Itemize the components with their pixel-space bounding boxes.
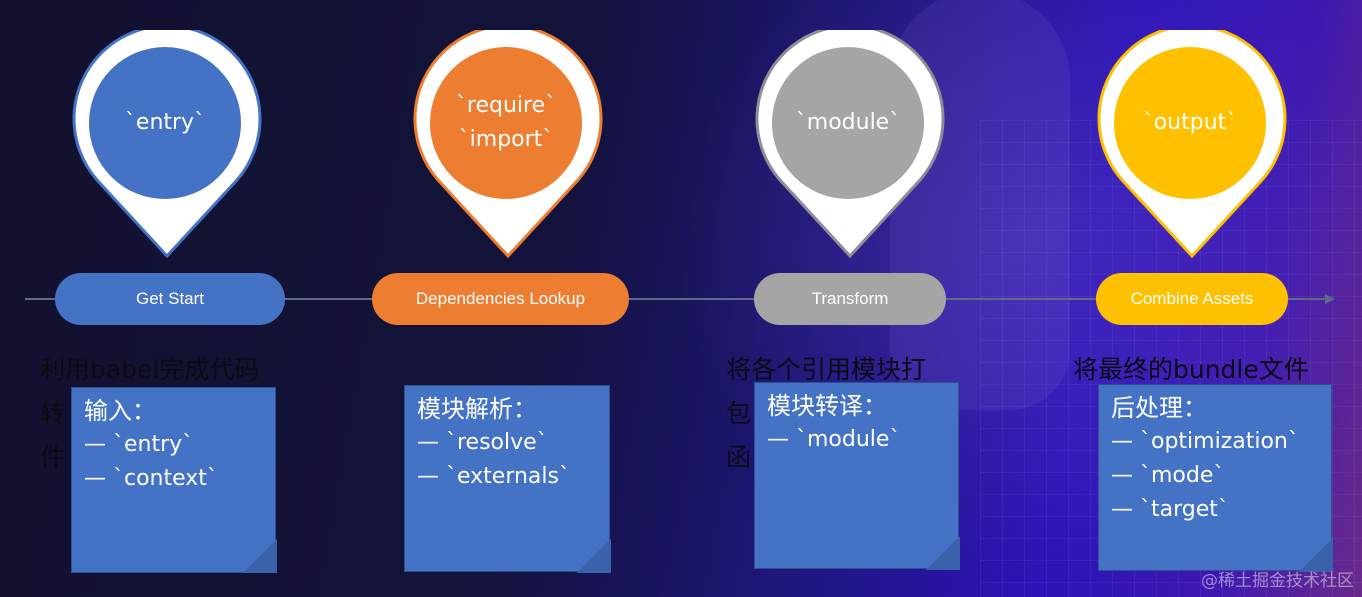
stage-pill-label: Dependencies Lookup: [415, 289, 586, 308]
pin-marker-require-import: `require` `import`: [413, 30, 603, 260]
note-item: — `module`: [767, 427, 901, 452]
pin-label: `output`: [1142, 110, 1238, 135]
note-item: — `context`: [84, 466, 218, 491]
stage-pill-dependencies-lookup: Dependencies Lookup: [372, 273, 629, 325]
sticky-note-module-resolution: 模块解析： — `resolve` — `externals`: [404, 385, 610, 572]
stage-description-transform: 将各个引用模块打 包 函: [726, 355, 927, 472]
timeline-arrow-icon: [1325, 294, 1335, 304]
pin-label-line-1: `require`: [455, 93, 557, 118]
pin-marker-module: `module`: [755, 30, 945, 260]
pin-marker-entry: `entry`: [72, 30, 262, 260]
pin-marker-output: `output`: [1097, 30, 1287, 260]
note-fold-corner: [926, 536, 960, 570]
sticky-note-module-transpile: 模块转译： — `module`: [754, 382, 959, 569]
timeline-line: [25, 298, 1325, 300]
stage-description-combine-assets: 将最终的bundle文件: [1073, 355, 1309, 384]
note-title: 模块解析：: [417, 395, 537, 423]
note-item: — `mode`: [1111, 463, 1225, 488]
note-fold-corner: [243, 539, 277, 573]
stage-pill-label: Get Start: [135, 289, 205, 308]
stage-pill-get-start: Get Start: [55, 273, 285, 325]
pin-label: `module`: [795, 110, 901, 135]
stage-pill-transform: Transform: [754, 273, 946, 325]
note-title: 后处理：: [1111, 394, 1207, 422]
pin-label-line-2: `import`: [458, 127, 554, 152]
pin-circle: `entry`: [89, 47, 241, 199]
note-fold-corner: [577, 539, 611, 573]
sticky-note-input: 输入： — `entry` — `context`: [71, 387, 276, 573]
note-item: — `externals`: [417, 464, 570, 489]
stage-description-get-start: 利用babel完成代码 转 件: [40, 355, 260, 472]
watermark: @稀土掘金技术社区: [1201, 571, 1354, 591]
stage-pill-label: Combine Assets: [1130, 289, 1254, 308]
note-fold-corner: [1299, 538, 1333, 572]
pin-circle: `require` `import`: [430, 47, 582, 199]
pin-circle: `output`: [1114, 47, 1266, 199]
stage-pill-combine-assets: Combine Assets: [1096, 273, 1288, 325]
note-title: 输入：: [84, 397, 156, 425]
note-item: — `entry`: [84, 432, 194, 457]
note-item: — `resolve`: [417, 430, 548, 455]
sticky-note-post-processing: 后处理： — `optimization` — `mode` — `target…: [1098, 384, 1332, 571]
note-title: 模块转译：: [767, 392, 887, 420]
stage-pill-label: Transform: [811, 289, 889, 308]
pin-label: `entry`: [124, 110, 206, 135]
pin-circle: `module`: [772, 47, 924, 199]
note-item: — `target`: [1111, 497, 1229, 522]
note-item: — `optimization`: [1111, 429, 1299, 454]
